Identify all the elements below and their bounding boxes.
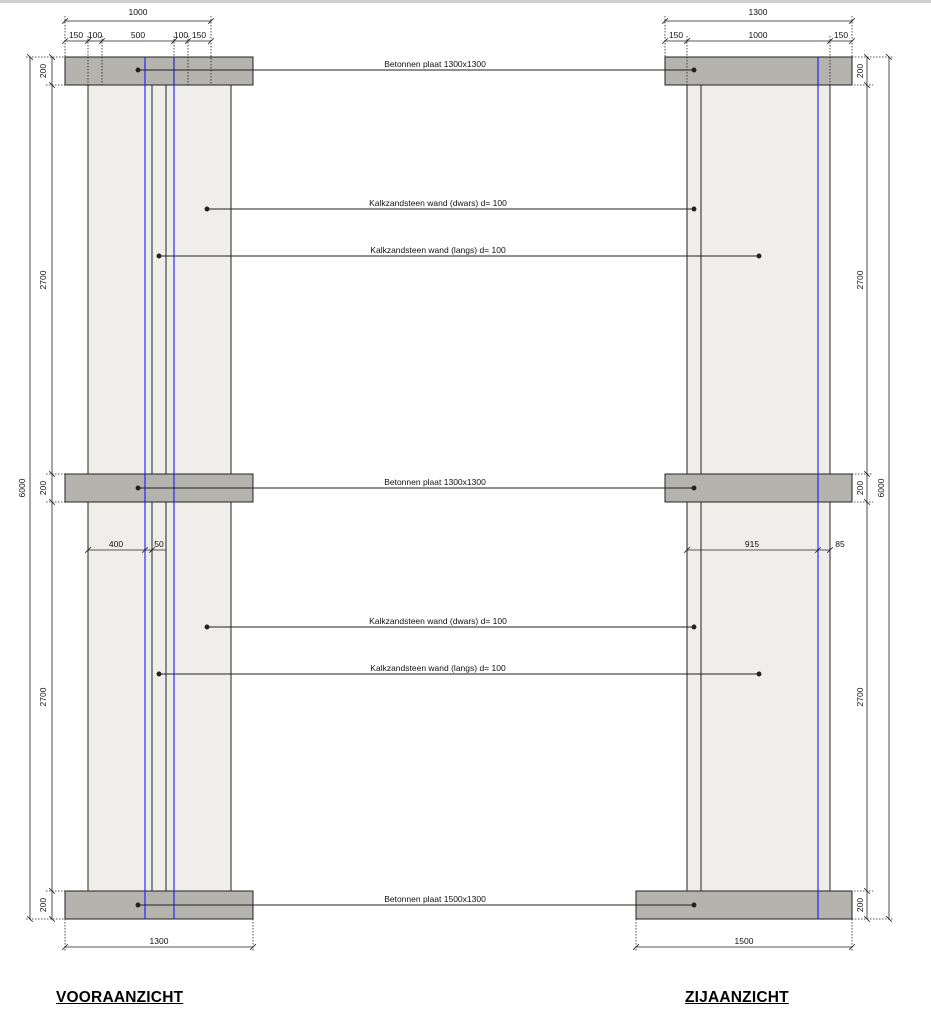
front-view: 1000 150 100 500 100 150 400 50 1300 <box>17 7 257 952</box>
front-dim-top-3: 500 <box>131 30 145 40</box>
side-dim-top-overall: 1300 <box>749 7 768 17</box>
front-wall-upper <box>87 84 232 475</box>
front-dim-mid-2: 50 <box>154 539 164 549</box>
side-dim-top <box>661 16 856 85</box>
side-dim-top-2: 1000 <box>749 30 768 40</box>
front-dim-slab-3: 200 <box>38 898 48 912</box>
side-wall-upper <box>686 84 831 475</box>
front-dim-wall-1: 2700 <box>38 270 48 289</box>
front-dim-mid-1: 400 <box>109 539 123 549</box>
front-dim-bottom <box>61 919 257 952</box>
side-dim-top-3: 150 <box>834 30 848 40</box>
side-wall-lower <box>686 501 831 892</box>
label-wall-langs-2: Kalkzandsteen wand (langs) d= 100 <box>370 663 506 673</box>
front-dim-wall-2: 2700 <box>38 687 48 706</box>
label-wall-langs-1: Kalkzandsteen wand (langs) d= 100 <box>370 245 506 255</box>
front-slab-top <box>64 56 254 86</box>
front-dim-slab-2: 200 <box>38 481 48 495</box>
front-dim-top-1: 150 <box>69 30 83 40</box>
leader-lines <box>135 67 762 908</box>
side-dim-slab-1: 200 <box>855 64 865 78</box>
side-dim-slab-3: 200 <box>855 898 865 912</box>
window-top-border <box>0 0 931 3</box>
side-dim-wall-2: 2700 <box>855 687 865 706</box>
side-dim-bottom <box>632 919 856 952</box>
front-dim-top-2: 100 <box>88 30 102 40</box>
side-dim-bottom: 1500 <box>735 936 754 946</box>
front-dim-total: 6000 <box>17 478 27 497</box>
front-view-title: VOORAANZICHT <box>56 989 184 1006</box>
label-slab-top: Betonnen plaat 1300x1300 <box>384 59 486 69</box>
front-dim-bottom: 1300 <box>150 936 169 946</box>
front-dim-slab-1: 200 <box>38 64 48 78</box>
front-dim-top <box>61 16 215 85</box>
front-dim-top-5: 150 <box>192 30 206 40</box>
side-dim-wall-1: 2700 <box>855 270 865 289</box>
front-dim-vertical <box>26 53 88 923</box>
label-slab-mid: Betonnen plaat 1300x1300 <box>384 477 486 487</box>
side-dim-mid-2: 85 <box>835 539 845 549</box>
label-wall-dwars-1: Kalkzandsteen wand (dwars) d= 100 <box>369 198 507 208</box>
side-dim-mid-1: 915 <box>745 539 759 549</box>
side-dim-top-1: 150 <box>669 30 683 40</box>
label-wall-dwars-2: Kalkzandsteen wand (dwars) d= 100 <box>369 616 507 626</box>
side-dim-total: 6000 <box>876 478 886 497</box>
front-wall-lower <box>87 501 232 892</box>
side-dim-vertical <box>830 53 893 923</box>
side-dim-slab-2: 200 <box>855 481 865 495</box>
side-view-title: ZIJAANZICHT <box>685 989 789 1006</box>
side-view: 1300 150 1000 150 915 85 1500 <box>632 7 893 952</box>
front-dim-top-overall: 1000 <box>129 7 148 17</box>
label-slab-bottom: Betonnen plaat 1500x1300 <box>384 894 486 904</box>
front-dim-top-4: 100 <box>174 30 188 40</box>
